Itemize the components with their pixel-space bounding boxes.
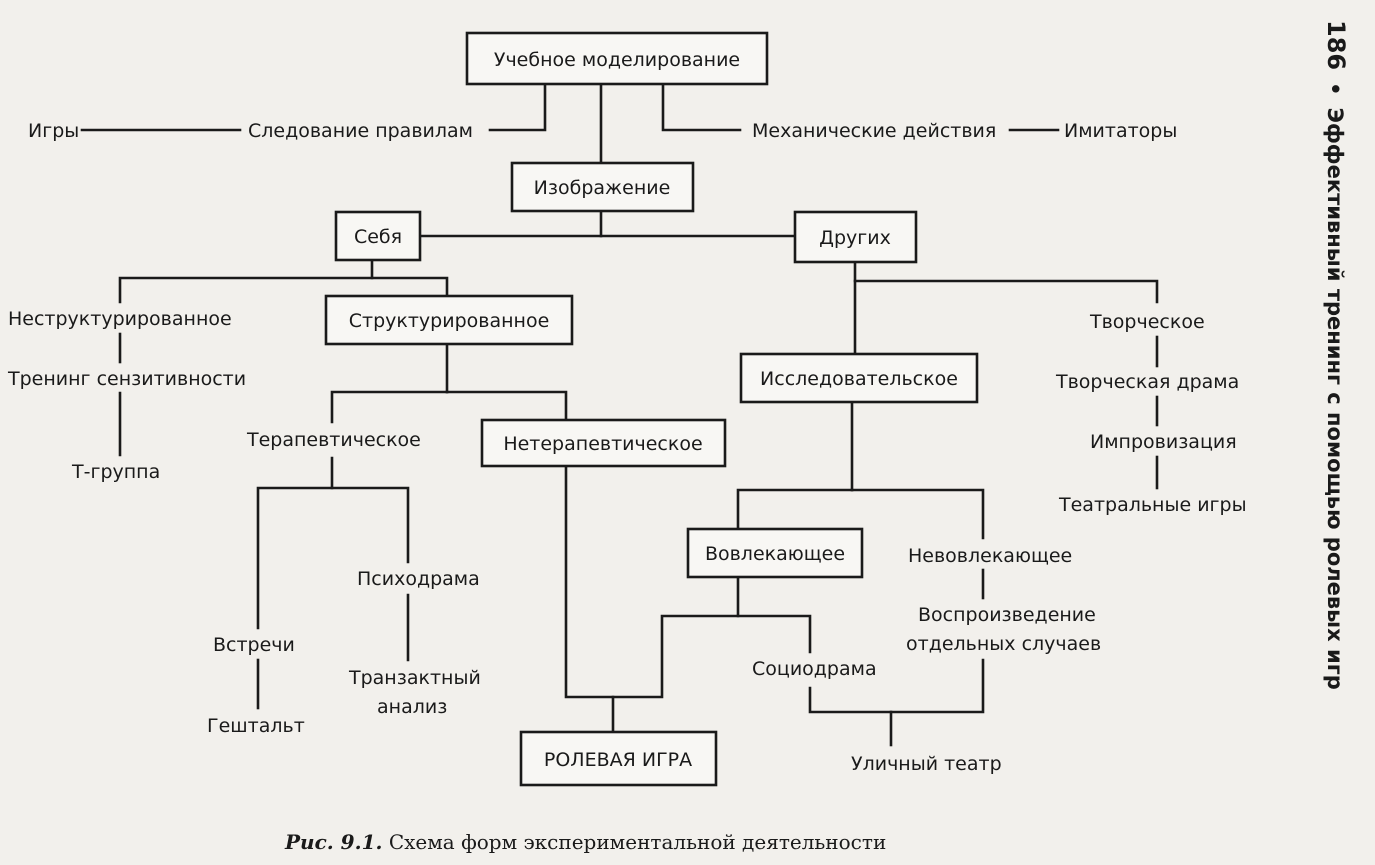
node-uchebnoe-modelirovanie: Учебное моделирование: [465, 31, 769, 86]
node-terapevticheskoe: Терапевтическое: [246, 429, 421, 451]
node-drugih: Других: [793, 210, 918, 264]
running-title: Эффективный тренинг с помощью ролевых иг…: [1323, 107, 1347, 690]
node-strukturirovannoe: Структурированное: [324, 294, 574, 346]
node-neterapevticheskoe: Нетерапевтическое: [480, 418, 727, 468]
node-issledovatelskoe: Исследовательское: [739, 352, 979, 404]
node-sledovanie-pravilam: Следование правилам: [248, 120, 473, 142]
svg-text:Себя: Себя: [354, 226, 402, 248]
edge-terapevt-branch: [256, 456, 334, 630]
edge-strukt-neterapevt: [445, 390, 568, 422]
edge-vovlek-socio-right: [736, 614, 812, 654]
node-tvorcheskaya-drama: Творческая драма: [1055, 371, 1239, 393]
node-tranzaktny: Транзактный: [348, 667, 481, 689]
edge-neterapevt-rolevaya: [564, 464, 615, 734]
svg-text:Структурированное: Структурированное: [349, 310, 550, 332]
figure-number: Рис. 9.1.: [285, 830, 383, 854]
node-otdelnyh-sluchaev: отдельных случаев: [906, 633, 1101, 655]
figure-caption-text: Схема форм экспериментальной деятельност…: [388, 830, 887, 854]
node-imitatory: Имитаторы: [1064, 120, 1177, 142]
running-header: 186 • Эффективный тренинг с помощью ролевы…: [1318, 20, 1358, 690]
node-improvizaciya: Импровизация: [1090, 431, 1237, 453]
node-teatralnye-igry: Театральные игры: [1058, 494, 1247, 516]
node-sociodrama: Социодрама: [752, 658, 877, 680]
node-mehanicheskie-deistviya: Механические действия: [752, 120, 996, 142]
page-number: 186: [1322, 20, 1350, 71]
figure-caption: Рис. 9.1. Схема форм экспериментальной д…: [285, 830, 985, 854]
svg-text:Других: Других: [819, 227, 891, 249]
node-vosproizvedenie: Воспроизведение: [918, 604, 1096, 626]
running-header-text: 186 • Эффективный тренинг с помощью ролевы…: [1322, 20, 1350, 690]
node-geshtalt: Гештальт: [207, 715, 305, 737]
node-nevovlekayuschee: Невовлекающее: [908, 545, 1072, 567]
edge-socio-ulichny: [808, 658, 985, 714]
svg-text:Вовлекающее: Вовлекающее: [705, 543, 845, 565]
svg-text:Нетерапевтическое: Нетерапевтическое: [503, 433, 702, 455]
node-t-gruppa: Т-группа: [71, 461, 160, 483]
edge-sebya-nestrukt: [118, 276, 374, 304]
node-igry: Игры: [28, 120, 79, 142]
edge-issled-nevovlek: [850, 488, 985, 540]
node-izobrazhenie: Изображение: [510, 161, 695, 213]
node-trening-sensitivnosti: Тренинг сензитивности: [7, 368, 246, 390]
edge-terapevt-right: [330, 486, 410, 564]
node-nestrukturirovannoe: Неструктурированное: [8, 308, 232, 330]
node-rolevaya-igra: РОЛЕВАЯ ИГРА: [519, 730, 718, 787]
node-ulichny-teatr: Уличный театр: [851, 753, 1002, 775]
node-psihodrama: Психодрама: [357, 568, 480, 590]
svg-text:РОЛЕВАЯ ИГРА: РОЛЕВАЯ ИГРА: [544, 749, 692, 771]
edge-vovlek-socio: [611, 575, 740, 699]
node-analiz: анализ: [377, 696, 447, 718]
node-vstrechi: Встречи: [213, 634, 295, 656]
edge-uchebnoe-mehanicheskie: [661, 82, 742, 132]
header-separator: •: [1323, 82, 1347, 96]
edge-uchebnoe-sledovanie: [488, 82, 547, 132]
edge-issled-vovlek: [736, 488, 854, 531]
node-vovlekayuschee: Вовлекающее: [686, 527, 864, 579]
edge-sebya-branch: [370, 258, 449, 298]
node-tvorcheskoe: Творческое: [1089, 311, 1205, 333]
svg-text:Исследовательское: Исследовательское: [760, 368, 958, 390]
svg-text:Учебное моделирование: Учебное моделирование: [494, 49, 740, 71]
edge-strukt-terapevt: [330, 390, 449, 424]
svg-text:Изображение: Изображение: [534, 177, 671, 199]
edge-drugih-tvorch: [853, 279, 1159, 304]
edges: [80, 82, 1159, 747]
node-sebya: Себя: [334, 210, 422, 262]
